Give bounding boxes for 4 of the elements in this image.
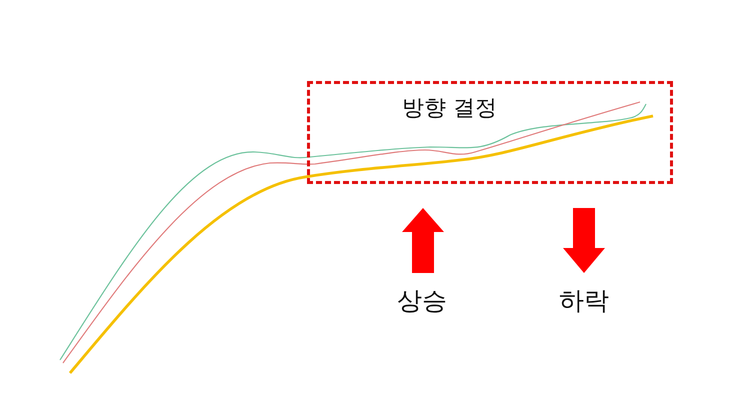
dashed-highlight-box [307, 81, 673, 184]
box-heading: 방향 결정 [402, 98, 497, 120]
direction-label: 상승 [397, 288, 447, 313]
direction-label: 하락 [559, 288, 609, 313]
